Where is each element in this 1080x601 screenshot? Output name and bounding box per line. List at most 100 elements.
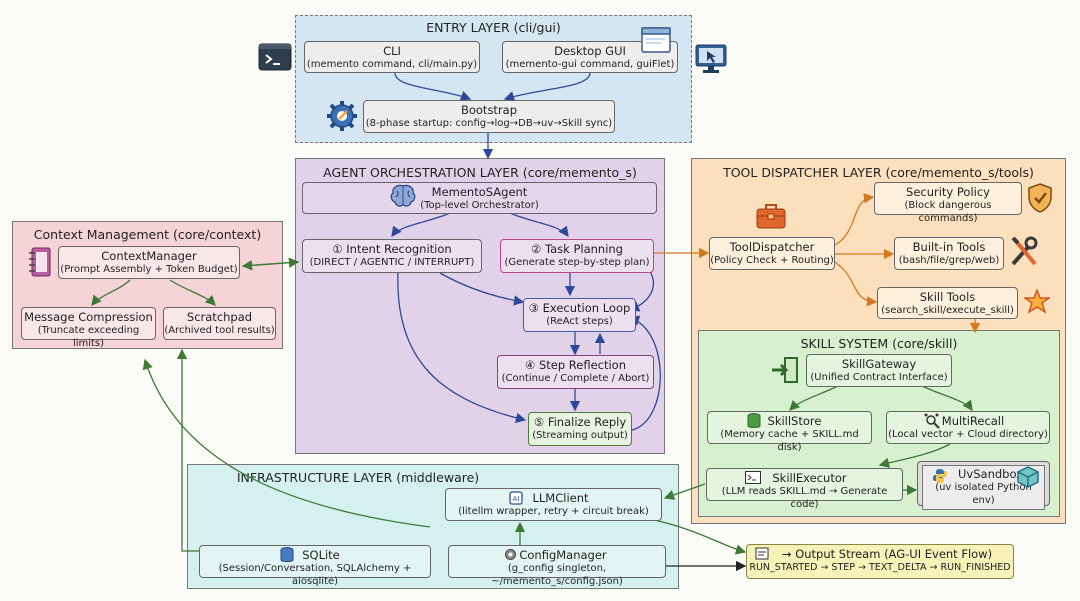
reflection-name: ④ Step Reflection xyxy=(524,358,627,372)
tool-dispatcher-node: ToolDispatcher (Policy Check + Routing) xyxy=(709,237,835,270)
context-manager-name: ContextManager xyxy=(101,249,197,263)
scratchpad-node: Scratchpad (Archived tool results) xyxy=(163,307,276,340)
gui-name: Desktop GUI xyxy=(554,44,626,58)
agent-desc: (Top-level Orchestrator) xyxy=(420,200,539,211)
store-desc: (Memory cache + SKILL.md disk) xyxy=(720,429,859,453)
finalize-reply-node: ⑤ Finalize Reply (Streaming output) xyxy=(528,412,632,446)
intent-desc: (DIRECT / AGENTIC / INTERRUPT) xyxy=(309,257,475,268)
context-layer-title: Context Management (core/context) xyxy=(33,227,262,242)
finalize-desc: (Streaming output) xyxy=(532,430,628,441)
sqlite-desc: (Session/Conversation, SQLAlchemy + aios… xyxy=(218,563,412,587)
cli-desc: (memento command, cli/main.py) xyxy=(306,59,478,70)
python-icon xyxy=(933,469,947,483)
dispatcher-name: ToolDispatcher xyxy=(729,240,815,254)
dispatcher-desc: (Policy Check + Routing) xyxy=(710,255,834,266)
llm-client-node: LLMClient (litellm wrapper, retry + circ… xyxy=(445,488,662,521)
agent-name: MementoSAgent xyxy=(431,185,528,199)
stream-icon xyxy=(755,547,769,560)
brain-icon xyxy=(390,184,416,207)
loop-desc: (ReAct steps) xyxy=(546,316,613,327)
config-manager-node: ConfigManager (g_config singleton, ~/mem… xyxy=(448,545,666,587)
intent-recognition-node: ① Intent Recognition (DIRECT / AGENTIC /… xyxy=(302,239,482,273)
toolbox-icon xyxy=(756,204,786,229)
star-burst-icon xyxy=(1024,289,1050,314)
output-stream-node: → Output Stream (AG-UI Event Flow) RUN_S… xyxy=(746,544,1014,579)
settings-icon xyxy=(505,549,516,560)
bootstrap-node: Bootstrap (8-phase startup: config→log→D… xyxy=(363,100,615,133)
scratchpad-name: Scratchpad xyxy=(186,310,253,324)
planning-desc: (Generate step-by-step plan) xyxy=(504,257,650,268)
database-blue-icon xyxy=(280,547,294,562)
sandbox-name: UvSandbox xyxy=(958,467,1023,481)
window-icon xyxy=(641,27,671,53)
skill-gateway-node: SkillGateway (Unified Contract Interface… xyxy=(806,354,952,387)
finalize-name: ⑤ Finalize Reply xyxy=(533,415,627,429)
task-planning-node: ② Task Planning (Generate step-by-step p… xyxy=(500,239,654,273)
gear-wrench-icon xyxy=(327,101,357,131)
entry-layer-title: ENTRY LAYER (cli/gui) xyxy=(426,20,561,35)
bootstrap-name: Bootstrap xyxy=(460,103,518,117)
orchestration-layer-title: AGENT ORCHESTRATION LAYER (core/memento_… xyxy=(323,165,637,180)
svg-text:AI: AI xyxy=(513,495,520,503)
gateway-name: SkillGateway xyxy=(841,357,917,371)
sqlite-node: SQLite (Session/Conversation, SQLAlchemy… xyxy=(199,545,431,587)
cube-icon xyxy=(1017,466,1039,488)
security-name: Security Policy xyxy=(906,185,990,199)
gateway-desc: (Unified Contract Interface) xyxy=(810,372,948,383)
context-manager-desc: (Prompt Assembly + Token Budget) xyxy=(60,264,238,275)
gui-desc: (memento-gui command, guiFlet) xyxy=(505,59,675,70)
login-door-icon xyxy=(772,357,798,383)
intent-name: ① Intent Recognition xyxy=(332,242,452,256)
builtin-tools-node: Built-in Tools (bash/file/grep/web) xyxy=(894,237,1004,270)
security-policy-node: Security Policy (Block dangerous command… xyxy=(874,182,1022,224)
reflection-desc: (Continue / Complete / Abort) xyxy=(501,373,650,384)
wrench-screwdriver-icon xyxy=(1011,236,1038,266)
skilltools-desc: (search_skill/execute_skill) xyxy=(881,305,1014,316)
cli-node: CLI (memento command, cli/main.py) xyxy=(304,41,480,73)
output-desc: RUN_STARTED → STEP → TEXT_DELTA → RUN_FI… xyxy=(749,562,1011,573)
memento-agent-node: MementoSAgent (Top-level Orchestrator) xyxy=(302,182,657,214)
execution-loop-node: ③ Execution Loop (ReAct steps) xyxy=(523,298,636,332)
multi-recall-node: MultiRecall (Local vector + Cloud direct… xyxy=(886,411,1050,444)
llm-desc: (litellm wrapper, retry + circuit break) xyxy=(458,506,649,517)
sqlite-name: SQLite xyxy=(302,548,340,562)
executor-name: SkillExecutor xyxy=(772,471,847,485)
sandbox-desc: (uv isolated Python env) xyxy=(935,482,1032,506)
config-name: ConfigManager xyxy=(519,548,607,562)
skill-tools-node: Skill Tools (search_skill/execute_skill) xyxy=(877,287,1018,319)
tool-dispatcher-layer-title: TOOL DISPATCHER LAYER (core/memento_s/to… xyxy=(723,165,1034,180)
llm-name: LLMClient xyxy=(532,491,589,505)
security-desc: (Block dangerous commands) xyxy=(904,200,992,224)
skill-executor-node: SkillExecutor (LLM reads SKILL.md → Gene… xyxy=(706,468,903,510)
context-manager-node: ContextManager (Prompt Assembly + Token … xyxy=(58,246,240,279)
ai-chip-icon: AI xyxy=(509,491,523,505)
recall-desc: (Local vector + Cloud directory) xyxy=(888,429,1048,440)
terminal-small-icon xyxy=(745,471,761,484)
loop-name: ③ Execution Loop xyxy=(528,301,631,315)
network-search-icon xyxy=(924,413,940,429)
notebook-icon xyxy=(29,247,51,277)
compression-name: Message Compression xyxy=(24,310,153,324)
config-desc: (g_config singleton, ~/memento_s/config.… xyxy=(491,563,623,587)
planning-name: ② Task Planning xyxy=(531,242,623,256)
skilltools-name: Skill Tools xyxy=(919,290,976,304)
compression-desc: (Truncate exceeding limits) xyxy=(37,325,140,349)
builtin-desc: (bash/file/grep/web) xyxy=(898,255,1000,266)
shield-check-icon xyxy=(1028,183,1052,213)
store-name: SkillStore xyxy=(767,414,822,428)
infrastructure-layer-title: INFRASTRUCTURE LAYER (middleware) xyxy=(236,470,480,485)
message-compression-node: Message Compression (Truncate exceeding … xyxy=(21,307,156,349)
builtin-name: Built-in Tools xyxy=(912,240,986,254)
step-reflection-node: ④ Step Reflection (Continue / Complete /… xyxy=(497,355,654,389)
monitor-cursor-icon xyxy=(695,44,727,73)
database-icon xyxy=(747,413,761,428)
skill-system-layer-title: SKILL SYSTEM (core/skill) xyxy=(800,336,958,351)
scratchpad-desc: (Archived tool results) xyxy=(164,325,275,336)
bootstrap-desc: (8-phase startup: config→log→DB→uv→Skill… xyxy=(365,118,613,129)
executor-desc: (LLM reads SKILL.md → Generate code) xyxy=(721,486,888,510)
recall-name: MultiRecall xyxy=(941,414,1005,428)
skill-store-node: SkillStore (Memory cache + SKILL.md disk… xyxy=(707,411,872,453)
cli-name: CLI xyxy=(383,44,401,58)
output-name: → Output Stream (AG-UI Event Flow) xyxy=(781,547,993,561)
terminal-icon xyxy=(258,43,292,71)
